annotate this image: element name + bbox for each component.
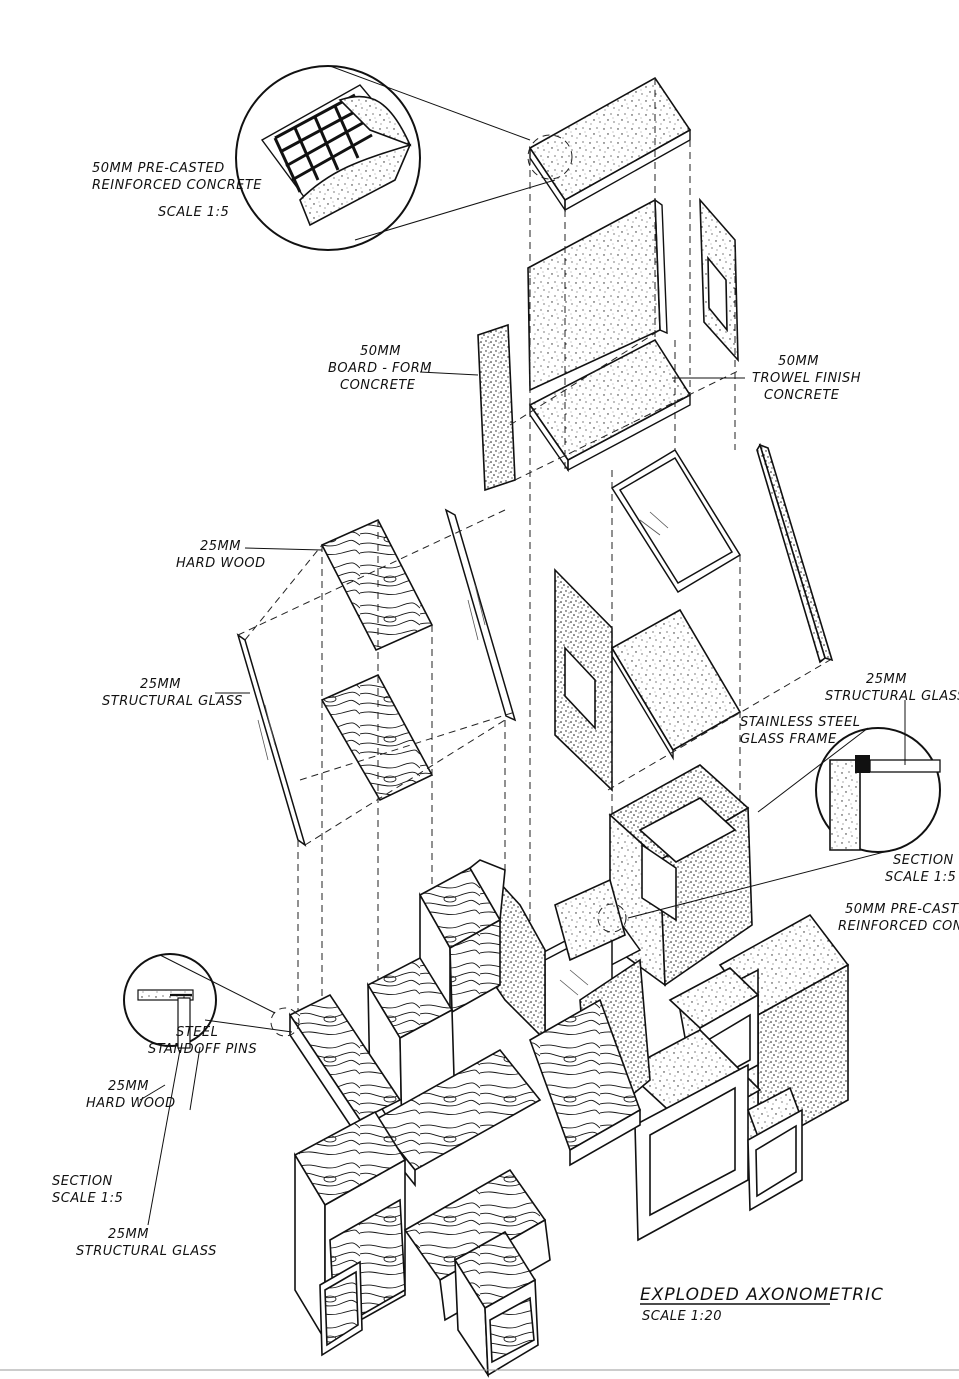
label-glass-right-2: STRUCTURAL GLASS [825, 689, 959, 704]
glass-roof-panel [610, 448, 742, 594]
concrete-wall-window-left [554, 568, 613, 792]
label-section-right-1: SECTION [893, 853, 954, 868]
projection-lines [237, 78, 831, 1040]
label-trowel-1: 50MM [778, 354, 819, 369]
hardwood-bottom-panel [320, 673, 434, 802]
label-hardwood-upper-1: 25MM [200, 539, 241, 554]
label-trowel-3: CONCRETE [764, 388, 840, 403]
label-section-left-1: SECTION [52, 1174, 113, 1189]
label-glass-left-2: STRUCTURAL GLASS [102, 694, 243, 709]
precast-roof-slab [527, 76, 692, 213]
label-section-right-2: SCALE 1:5 [885, 870, 956, 885]
label-precast-top-2: REINFORCED CONCRETE [92, 178, 262, 193]
label-hardwood-lower-2: HARD WOOD [86, 1096, 176, 1111]
label-glass-lower-1: 25MM [108, 1227, 149, 1242]
label-trowel-2: TROWEL FINISH [752, 371, 861, 386]
label-steelframe-2: GLASS FRAME [740, 732, 837, 747]
label-steelframe-1: STAINLESS STEEL [740, 715, 860, 730]
label-glass-left-1: 25MM [140, 677, 181, 692]
label-precast-right-1: 50MM PRE-CASTED [845, 902, 959, 917]
label-leaders [139, 371, 906, 1226]
glass-panel-left [236, 633, 307, 847]
label-pins-2: STANDOFF PINS [148, 1042, 257, 1057]
assembled-structure [270, 764, 850, 1378]
hardwood-top-panel [320, 518, 434, 652]
drawing-title: EXPLODED AXONOMETRIC [640, 1285, 884, 1305]
glass-panel-mid [444, 508, 517, 722]
label-glass-right-1: 25MM [866, 672, 907, 687]
annotation-labels: 50MM PRE-CASTED REINFORCED CONCRETE SCAL… [52, 161, 959, 1259]
concrete-wall-right-window [699, 197, 739, 363]
standoff-pin-section-detail [123, 953, 293, 1049]
label-hardwood-lower-1: 25MM [108, 1079, 149, 1094]
label-precast-top: 50MM PRE-CASTED [92, 161, 225, 176]
label-glass-lower-2: STRUCTURAL GLASS [76, 1244, 217, 1259]
board-form-wall-left [477, 323, 516, 492]
label-hardwood-upper-2: HARD WOOD [176, 556, 266, 571]
concrete-wall-far-right [756, 443, 834, 664]
concrete-floor-slab-right [610, 608, 742, 761]
label-boardform-2: BOARD - FORM [328, 361, 432, 376]
label-precast-right-2: REINFORCED CONCRETE [838, 919, 959, 934]
label-pins-1: STEEL [176, 1025, 218, 1040]
precast-detail-circle [235, 65, 556, 251]
drawing-title-scale: SCALE 1:20 [642, 1309, 722, 1324]
glass-frame-section-detail [627, 727, 941, 919]
label-section-left-2: SCALE 1:5 [52, 1191, 123, 1206]
label-boardform-3: CONCRETE [340, 378, 416, 393]
label-precast-scale: SCALE 1:5 [158, 205, 229, 220]
label-boardform-1: 50MM [360, 344, 401, 359]
drawing-title-block: EXPLODED AXONOMETRIC SCALE 1:20 [640, 1285, 884, 1324]
concrete-wall-back [527, 198, 668, 392]
